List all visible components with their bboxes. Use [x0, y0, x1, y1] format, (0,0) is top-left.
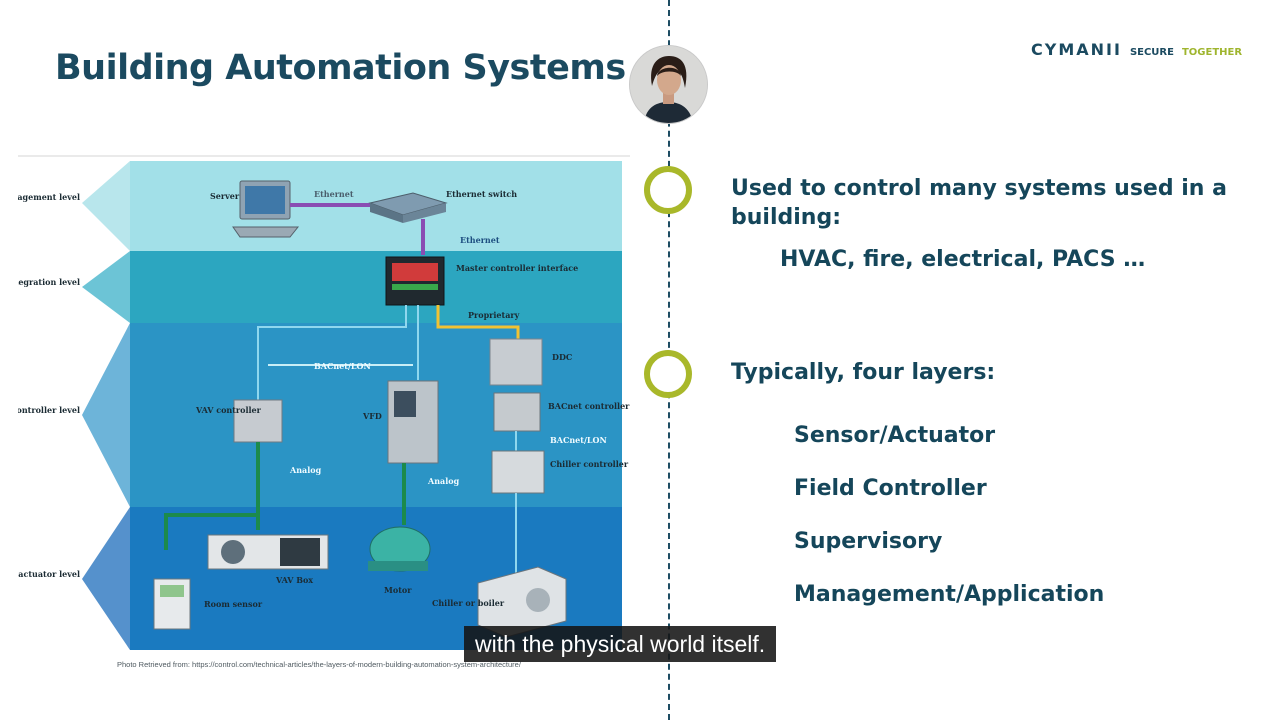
- analog-link: [164, 513, 258, 550]
- vfd-icon: [387, 380, 439, 464]
- slide-title: Building Automation Systems: [55, 48, 626, 88]
- master-label: Master controller interface: [456, 263, 578, 273]
- vav-box-label: VAV Box: [275, 575, 313, 585]
- photo-credit: Photo Retrieved from: https://control.co…: [117, 660, 521, 669]
- chiller-icon: [477, 566, 567, 638]
- cymanii-logo: CYMANII SECURE TOGETHER: [1031, 40, 1242, 59]
- master-controller-icon: [385, 256, 445, 306]
- vav-box-icon: [207, 534, 329, 570]
- proprietary-label: Proprietary: [468, 310, 520, 320]
- server-label: Server: [210, 191, 240, 201]
- logo-wordmark: CYMANII: [1031, 40, 1122, 59]
- management-level-arrow: [82, 161, 130, 251]
- proprietary-link: [436, 305, 520, 341]
- room-sensor-icon: [153, 578, 191, 630]
- level-label: Integration level: [18, 277, 80, 287]
- layer-item: Management/Application: [794, 582, 1105, 607]
- chiller-label: Chiller or boiler: [432, 598, 505, 608]
- bullet-ring-icon: [644, 166, 692, 214]
- bullet-layers: Typically, four layers:: [731, 360, 996, 385]
- ddc-label: DDC: [552, 352, 572, 362]
- logo-tagline-together: TOGETHER: [1181, 47, 1243, 58]
- logo-tagline-secure: SECURE: [1129, 47, 1174, 58]
- bacnet-lon-label: BACnet/LON: [314, 361, 371, 371]
- integration-band: [130, 251, 622, 323]
- level-label: Sensor/ actuator level: [18, 569, 80, 579]
- bacnet-bus: [257, 305, 407, 400]
- layer-item: Sensor/Actuator: [794, 423, 996, 448]
- ethernet-label-2: Ethernet: [460, 235, 500, 245]
- switch-label: Ethernet switch: [446, 189, 517, 199]
- vav-controller-label: VAV controller: [195, 405, 262, 415]
- vav-controller-icon: [233, 399, 283, 443]
- bas-architecture-diagram: Management level Integration level Field…: [18, 155, 630, 650]
- bacnet-lon-label-2: BACnet/LON: [550, 435, 607, 445]
- presenter-avatar: [630, 46, 707, 123]
- motor-label: Motor: [384, 585, 412, 595]
- chiller-controller-icon: [491, 450, 545, 494]
- presenter-portrait-icon: [630, 46, 707, 123]
- vfd-label: VFD: [362, 411, 382, 421]
- bullet-ring-icon: [644, 350, 692, 398]
- subtitle-caption: with the physical world itself.: [464, 626, 777, 662]
- bacnet-controller-label: BACnet controller: [548, 401, 630, 411]
- server-computer-icon: [232, 180, 300, 238]
- layer-item: Field Controller: [794, 476, 987, 501]
- sensor-level-arrow: [82, 507, 130, 650]
- level-label: Management level: [18, 192, 80, 202]
- motor-icon: [368, 526, 431, 572]
- field-level-arrow: [82, 323, 130, 507]
- level-label: Field controller level: [18, 405, 80, 415]
- layer-item: Supervisory: [794, 529, 943, 554]
- ethernet-switch-icon: [368, 192, 448, 223]
- bullet-purpose-systems: HVAC, fire, electrical, PACS …: [780, 247, 1146, 272]
- room-sensor-label: Room sensor: [204, 599, 263, 609]
- chiller-controller-label: Chiller controller: [550, 459, 629, 469]
- ethernet-label: Ethernet: [314, 189, 354, 199]
- analog-label: Analog: [427, 476, 460, 486]
- integration-level-arrow: [82, 251, 130, 323]
- bullet-purpose: Used to control many systems used in a b…: [731, 176, 1227, 230]
- bacnet-controller-icon: [493, 392, 541, 432]
- ddc-icon: [489, 338, 543, 386]
- analog-label: Analog: [289, 465, 322, 475]
